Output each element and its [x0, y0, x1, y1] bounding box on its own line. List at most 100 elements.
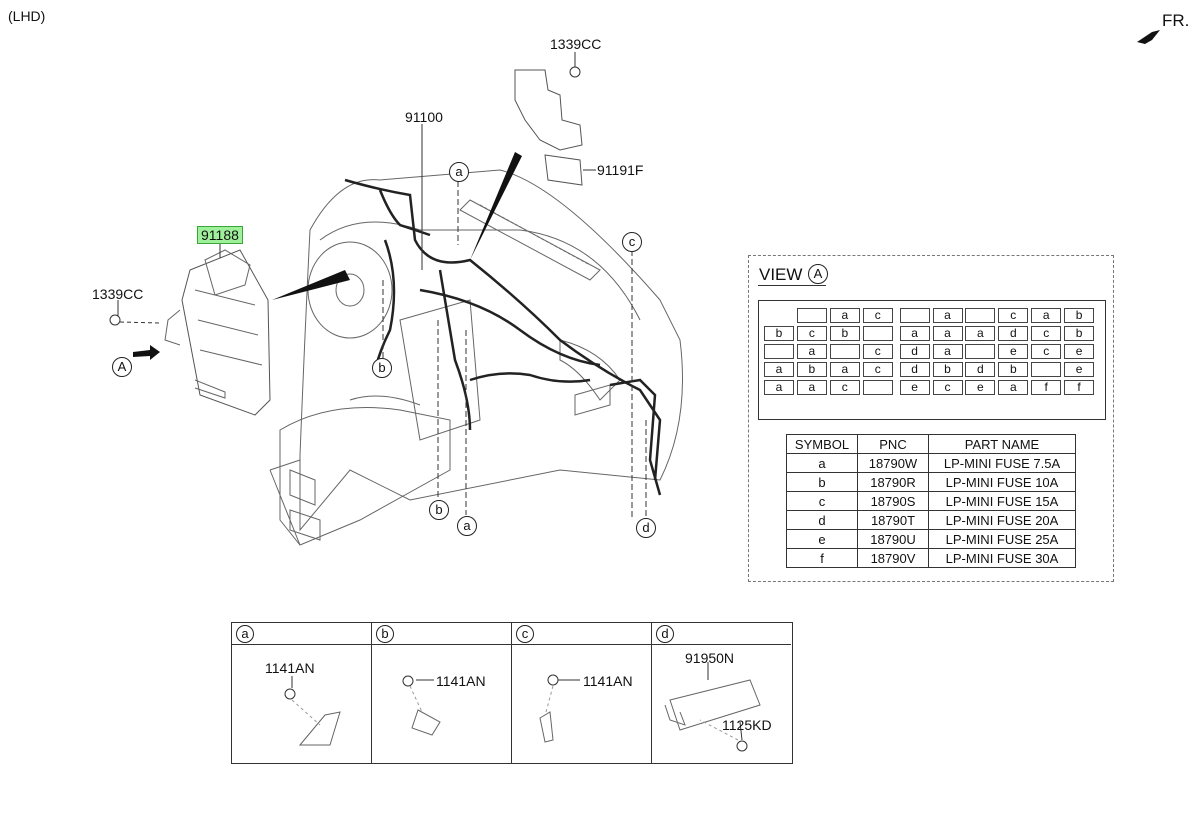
callout-a-bottom[interactable]: a [457, 516, 477, 536]
panel-b-part-label[interactable]: 1141AN [436, 673, 486, 689]
part-label-1339cc-top[interactable]: 1339CC [550, 36, 602, 52]
fuse-slot: c [862, 344, 893, 359]
fuse-slot: a [932, 344, 963, 359]
fuse-slot: a [796, 344, 827, 359]
detail-panel-b: b 1141AN [372, 623, 512, 763]
fuse-slot: b [998, 362, 1029, 377]
table-cell: a [786, 453, 858, 473]
table-cell: 18790R [857, 472, 929, 492]
fuse-slot: a [796, 380, 827, 395]
panel-tag-a: a [236, 625, 254, 643]
fuse-slot [965, 308, 996, 323]
fuse-slot: a [899, 326, 930, 341]
fuse-slot: b [1064, 326, 1095, 341]
table-cell: LP-MINI FUSE 7.5A [928, 453, 1076, 473]
fuse-slot: c [932, 380, 963, 395]
view-a-marker[interactable]: A [112, 357, 132, 377]
fuse-slot: c [796, 326, 827, 341]
table-cell: 18790S [857, 491, 929, 511]
fuse-slot [796, 308, 827, 323]
table-header-pnc: PNC [857, 434, 929, 454]
callout-a-top[interactable]: a [449, 162, 469, 182]
part-label-91188-highlighted[interactable]: 91188 [197, 226, 243, 244]
fuse-slot: a [998, 380, 1029, 395]
callout-c-right[interactable]: c [622, 232, 642, 252]
fuse-slot: d [899, 362, 930, 377]
fuse-slot: a [829, 308, 860, 323]
fuse-slot: a [965, 326, 996, 341]
bolt-panel-c [547, 674, 559, 686]
fuse-slot: d [899, 344, 930, 359]
fuse-slot: a [764, 380, 794, 395]
table-cell: LP-MINI FUSE 15A [928, 491, 1076, 511]
table-cell: LP-MINI FUSE 20A [928, 510, 1076, 530]
panel-d-part-label[interactable]: 91950N [685, 650, 735, 666]
front-direction-label: FR. [1162, 11, 1190, 30]
fuse-slot: e [899, 380, 930, 395]
table-cell: f [786, 548, 858, 568]
arrow-view-a [133, 345, 160, 360]
panel-c-part-label[interactable]: 1141AN [583, 673, 633, 689]
bolt-panel-b [402, 675, 414, 687]
fuse-slot: c [829, 380, 860, 395]
fuse-slot: b [829, 326, 860, 341]
table-header-row: SYMBOL PNC PART NAME [786, 434, 1076, 454]
view-a-title-marker: A [808, 264, 828, 284]
view-a-title-underline [758, 285, 826, 286]
nut-top [569, 66, 581, 78]
panel-tag-c: c [516, 625, 534, 643]
panel-a-part-label[interactable]: 1141AN [265, 660, 315, 676]
fuse-slot: a [932, 308, 963, 323]
table-cell: 18790W [857, 453, 929, 473]
fuse-slot: f [1064, 380, 1095, 395]
detail-panels: a 1141AN b 1141AN c 1141AN d 91950N 1125… [231, 622, 793, 764]
fuse-slot: b [796, 362, 827, 377]
fuse-slot: b [932, 362, 963, 377]
fuse-slot: c [1031, 326, 1062, 341]
part-label-1339cc-module[interactable]: 1339CC [92, 286, 144, 302]
table-cell: d [786, 510, 858, 530]
table-cell: 18790U [857, 529, 929, 549]
fuse-slot [862, 326, 893, 341]
fuse-slot: e [998, 344, 1029, 359]
lhd-label: (LHD) [8, 8, 46, 24]
fuse-slot: d [965, 362, 996, 377]
fuse-slot: a [764, 362, 794, 377]
fuse-slot: e [1064, 344, 1095, 359]
fuse-slot: e [1064, 362, 1095, 377]
callout-b-left[interactable]: b [372, 358, 392, 378]
fuse-slot: b [1064, 308, 1095, 323]
table-cell: LP-MINI FUSE 25A [928, 529, 1076, 549]
nut-module [109, 314, 121, 326]
arrow-front [1137, 30, 1160, 44]
table-cell: e [786, 529, 858, 549]
fuse-slot: e [965, 380, 996, 395]
bolt-panel-a [284, 688, 296, 700]
callout-d-bottom[interactable]: d [636, 518, 656, 538]
fuse-slot: c [862, 308, 893, 323]
callout-b-bottom[interactable]: b [429, 500, 449, 520]
fuse-slot: a [829, 362, 860, 377]
part-label-91191f[interactable]: 91191F [597, 162, 644, 178]
fuse-slot [965, 344, 996, 359]
fuse-slot: f [1031, 380, 1062, 395]
panel-d-part2-label[interactable]: 1125KD [722, 717, 772, 733]
fuse-slot: c [862, 362, 893, 377]
panel-tag-b: b [376, 625, 394, 643]
part-label-91100[interactable]: 91100 [405, 109, 443, 125]
table-cell: LP-MINI FUSE 10A [928, 472, 1076, 492]
pointer-wedge-module [272, 270, 350, 300]
fuse-slot: a [932, 326, 963, 341]
fuse-slot [829, 344, 860, 359]
pointer-wedge-bracket [470, 152, 522, 260]
view-a-box [748, 255, 1114, 582]
detail-panel-d: d 91950N 1125KD [652, 623, 791, 763]
